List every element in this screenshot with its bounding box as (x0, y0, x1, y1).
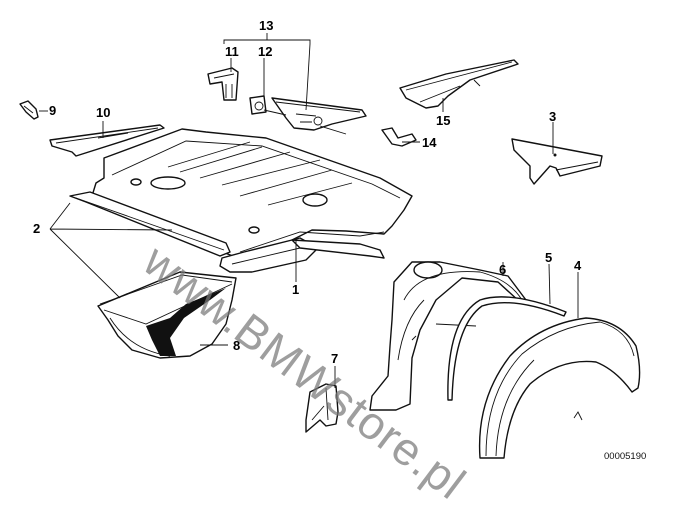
part-11-bracket (207, 67, 239, 101)
callout-1: 1 (292, 282, 300, 297)
callout-11: 11 (225, 44, 239, 59)
callout-4: 4 (574, 258, 582, 273)
callout-10: 10 (96, 105, 111, 120)
part-12-nut-plate (249, 95, 267, 115)
diagram-drawing (19, 33, 641, 459)
callout-5: 5 (545, 250, 553, 265)
callout-3: 3 (549, 109, 557, 124)
part-7-reinforcement (305, 383, 339, 433)
callout-2: 2 (33, 221, 41, 236)
callout-13: 13 (259, 18, 274, 33)
callout-9: 9 (49, 103, 57, 118)
part-3-corner-bracket (511, 138, 603, 185)
part-8-spare-wheel-well (97, 271, 237, 359)
leader-5 (548, 263, 551, 305)
leader-2 (49, 202, 173, 299)
document-number: 00005190 (604, 451, 647, 462)
callout-14: 14 (422, 135, 437, 150)
part-5-seal-strip (447, 296, 567, 401)
leader-lines (39, 33, 579, 388)
callout-8: 8 (233, 338, 241, 353)
part-1-floor-panel (91, 128, 413, 271)
part-13-support-assembly (263, 97, 367, 135)
callout-6: 6 (499, 262, 507, 277)
part-15-upper-rail (399, 59, 519, 109)
part-4-wheel-arch (478, 317, 641, 459)
part-2-side-members (69, 191, 385, 273)
callout-15: 15 (436, 113, 451, 128)
part-14-holder (381, 127, 417, 147)
part-9-clip (19, 100, 39, 120)
callout-7: 7 (331, 351, 339, 366)
parts-diagram: 9 10 11 12 13 15 14 3 2 1 8 6 5 4 7 www.… (19, 18, 647, 509)
callout-12: 12 (258, 44, 273, 59)
leader-13-bracket (223, 33, 311, 111)
